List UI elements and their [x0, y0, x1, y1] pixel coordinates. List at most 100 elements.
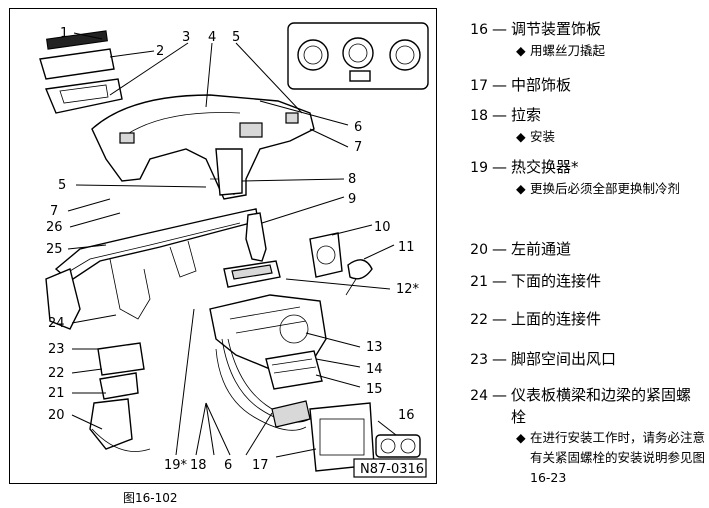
legend-item-title: 调节装置饰板 — [511, 20, 602, 38]
figure-code: N87-0316 — [360, 462, 424, 477]
callout-4: 4 — [208, 30, 216, 45]
legend-note-text: 更换后必须全部更换制冷剂 — [530, 181, 681, 196]
trim-pieces-illustration — [39, 30, 123, 114]
legend-item-line: 17—中部饰板 — [470, 74, 705, 97]
callout-3: 3 — [182, 30, 190, 45]
legend-item-title: 仪表板横梁和边梁的紧固螺栓 — [511, 386, 692, 426]
legend-item-title: 左前通道 — [511, 240, 572, 258]
legend-item-line: 22—上面的连接件 — [470, 308, 705, 331]
legend-item-note: ◆ 更换后必须全部更换制冷剂 — [516, 179, 705, 199]
callout-5: 5 — [232, 30, 240, 45]
legend-item-title: 上面的连接件 — [511, 310, 602, 328]
legend-item: 16—调节装置饰板 ◆ 用螺丝刀撬起 — [470, 18, 705, 61]
callout-19: 19* — [164, 458, 188, 473]
legend-item: 23—脚部空间出风口 — [470, 348, 705, 371]
callout-11: 11 — [398, 240, 415, 255]
cross-member-illustration — [45, 208, 267, 330]
legend-item-note: ◆ 在进行安装工作时，请务必注意有关紧固螺栓的安装说明参见图16-23 — [516, 428, 705, 488]
legend-dash: — — [492, 386, 507, 404]
callout-25: 25 — [46, 242, 63, 257]
callout-1: 1 — [60, 26, 68, 41]
callout-13: 13 — [366, 340, 383, 355]
legend-dash: — — [492, 350, 507, 368]
figure-code-box: N87-0316 — [353, 458, 427, 478]
legend-item: 17—中部饰板 — [470, 74, 705, 97]
legend-dash: — — [492, 106, 507, 124]
diamond-bullet-icon: ◆ — [516, 129, 526, 144]
legend-item: 19—热交换器* ◆ 更换后必须全部更换制冷剂 — [470, 156, 705, 199]
legend-item-line: 20—左前通道 — [470, 238, 705, 261]
center-trim-illustration — [265, 350, 421, 472]
legend-item-number: 24 — [470, 388, 488, 404]
legend-dash: — — [492, 240, 507, 258]
callout-7: 7 — [354, 140, 362, 155]
legend-item-title: 脚部空间出风口 — [511, 350, 617, 368]
dashboard-body-illustration — [91, 94, 315, 200]
legend-note-text: 用螺丝刀撬起 — [530, 43, 606, 58]
legend-item-number: 16 — [470, 22, 488, 38]
control-panel-illustration — [287, 22, 429, 90]
legend-item-note: ◆ 用螺丝刀撬起 — [516, 41, 705, 61]
legend-item: 18—拉索 ◆ 安装 — [470, 104, 705, 147]
callout-5b: 5 — [58, 178, 66, 193]
diamond-bullet-icon: ◆ — [516, 181, 526, 196]
figure-caption: 图16-102 — [123, 491, 178, 505]
legend-item-number: 22 — [470, 312, 488, 328]
exploded-diagram-frame: 1 2 3 4 5 6 7 8 9 10 11 12* 13 14 15 16 … — [9, 8, 437, 484]
legend-item-number: 23 — [470, 352, 488, 368]
legend-item-title: 下面的连接件 — [511, 272, 602, 290]
legend-item-number: 18 — [470, 108, 488, 124]
legend-note-text: 安装 — [530, 129, 556, 144]
callout-22: 22 — [48, 366, 65, 381]
legend-dash: — — [492, 272, 507, 290]
legend-item-line: 21—下面的连接件 — [470, 270, 705, 293]
legend-dash: — — [492, 310, 507, 328]
callout-6: 6 — [354, 120, 362, 135]
callout-2: 2 — [156, 44, 164, 59]
callout-24: 24 — [48, 316, 65, 331]
callout-26: 26 — [46, 220, 63, 235]
legend-item-title: 热交换器* — [511, 158, 579, 176]
legend-item-number: 17 — [470, 78, 488, 94]
callout-14: 14 — [366, 362, 383, 377]
callout-18: 18 — [190, 458, 207, 473]
legend-item-number: 21 — [470, 274, 488, 290]
callout-17: 17 — [252, 458, 269, 473]
callout-7b: 7 — [50, 204, 58, 219]
legend-item-note: ◆ 安装 — [516, 127, 705, 147]
callout-21: 21 — [48, 386, 65, 401]
right-side-parts-illustration — [309, 232, 373, 296]
callout-16: 16 — [398, 408, 415, 423]
legend-item: 20—左前通道 — [470, 238, 705, 261]
legend-item: 22—上面的连接件 — [470, 308, 705, 331]
legend-note-text: 在进行安装工作时，请务必注意有关紧固螺栓的安装说明参见图16-23 — [530, 430, 706, 485]
callout-15: 15 — [366, 382, 383, 397]
legend-item-line: 24—仪表板横梁和边梁的紧固螺栓 — [470, 384, 705, 428]
legend-dash: — — [492, 20, 507, 38]
callout-6b: 6 — [224, 458, 232, 473]
dashboard-exploded-diagram: 1 2 3 4 5 6 7 8 9 10 11 12* 13 14 15 16 … — [39, 22, 429, 478]
legend-item-number: 20 — [470, 242, 488, 258]
callout-23: 23 — [48, 342, 65, 357]
diamond-bullet-icon: ◆ — [516, 430, 526, 445]
cables-illustration — [215, 338, 315, 431]
callouts: 1 2 3 4 5 6 7 8 9 10 11 12* 13 14 15 16 … — [46, 26, 420, 473]
callout-8: 8 — [348, 172, 356, 187]
legend-item: 21—下面的连接件 — [470, 270, 705, 293]
leader-lines — [67, 32, 397, 458]
air-ducts-illustration — [89, 342, 151, 452]
legend-item-number: 19 — [470, 160, 488, 176]
legend-item-line: 16—调节装置饰板 — [470, 18, 705, 41]
legend-item-title: 中部饰板 — [511, 76, 572, 94]
callout-20: 20 — [48, 408, 65, 423]
legend-dash: — — [492, 76, 507, 94]
legend-item-line: 23—脚部空间出风口 — [470, 348, 705, 371]
callout-10: 10 — [374, 220, 391, 235]
legend-item: 24—仪表板横梁和边梁的紧固螺栓 ◆ 在进行安装工作时，请务必注意有关紧固螺栓的安装… — [470, 384, 705, 488]
callout-12: 12* — [396, 282, 420, 297]
diamond-bullet-icon: ◆ — [516, 43, 526, 58]
legend-item-title: 拉索 — [511, 106, 542, 124]
legend-item-line: 19—热交换器* — [470, 156, 705, 179]
callout-9: 9 — [348, 192, 356, 207]
legend-dash: — — [492, 158, 507, 176]
